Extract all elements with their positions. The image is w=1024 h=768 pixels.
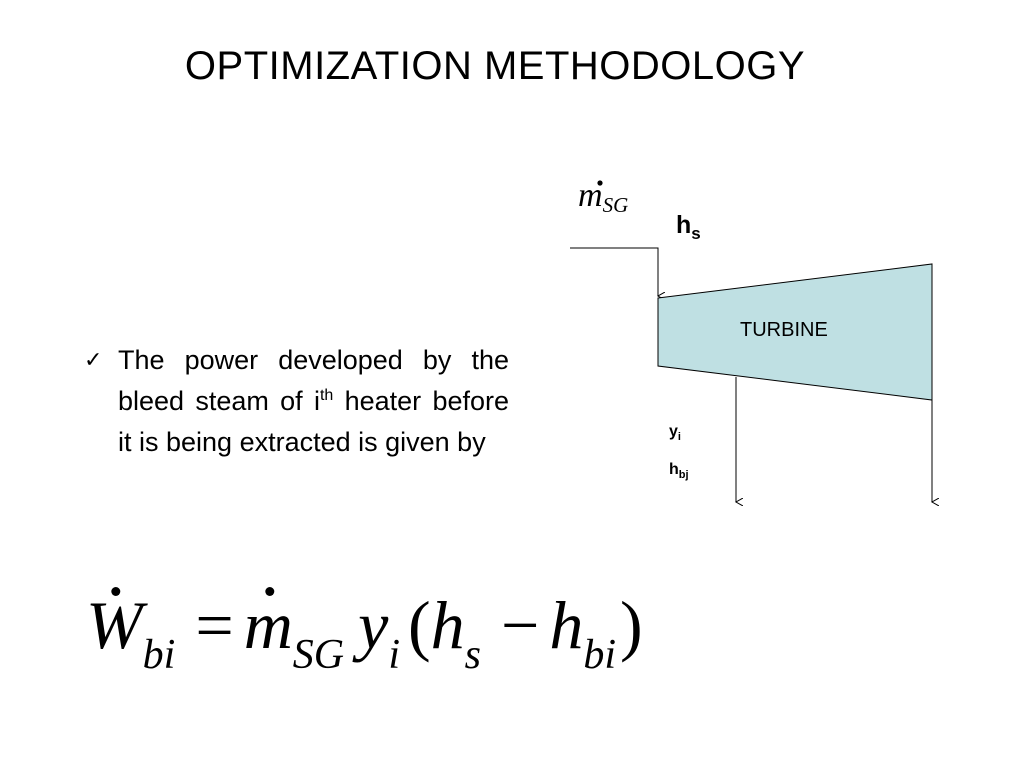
eq-work-subscript: bi (142, 632, 176, 678)
bleed-fraction-label: yi (669, 423, 681, 443)
eq-bleed-enthalpy: h (549, 587, 584, 663)
slide-title: OPTIMIZATION METHODOLOGY (184, 44, 806, 88)
eq-inlet-enthalpy: h (430, 587, 465, 663)
checkmark-icon: ✓ (84, 348, 103, 373)
eq-bleed-fraction-subscript: i (388, 632, 400, 678)
bullet-text-after: heater before it is being extracted is g… (118, 386, 509, 457)
eq-work-symbol: W (86, 575, 143, 675)
bullet-superscript: th (319, 387, 334, 404)
eq-equals: = (195, 587, 234, 663)
turbine-label: TURBINE (740, 319, 828, 341)
inlet-line (570, 247, 658, 296)
eq-open-paren: ( (408, 587, 431, 663)
eq-minus: − (501, 587, 540, 663)
mass-flow-symbol: mSG (578, 177, 628, 217)
eq-close-paren: ) (620, 587, 643, 663)
eq-bleed-fraction: y (358, 587, 389, 663)
eq-bleed-enthalpy-subscript: bi (583, 632, 617, 678)
bullet-text: The power developed by the bleed steam o… (118, 340, 509, 463)
inlet-enthalpy-label: hs (676, 211, 701, 243)
bullet-text-before: The power developed by the bleed steam o… (118, 345, 509, 416)
mass-flow-dot (597, 180, 603, 186)
eq-inlet-enthalpy-subscript: s (464, 632, 482, 678)
bleed-enthalpy-label: hbj (669, 461, 689, 481)
bullet-item: ✓ The power developed by the bleed steam… (84, 340, 509, 463)
eq-mass-flow-subscript: SG (292, 632, 345, 678)
eq-mass-flow: m (244, 575, 293, 675)
